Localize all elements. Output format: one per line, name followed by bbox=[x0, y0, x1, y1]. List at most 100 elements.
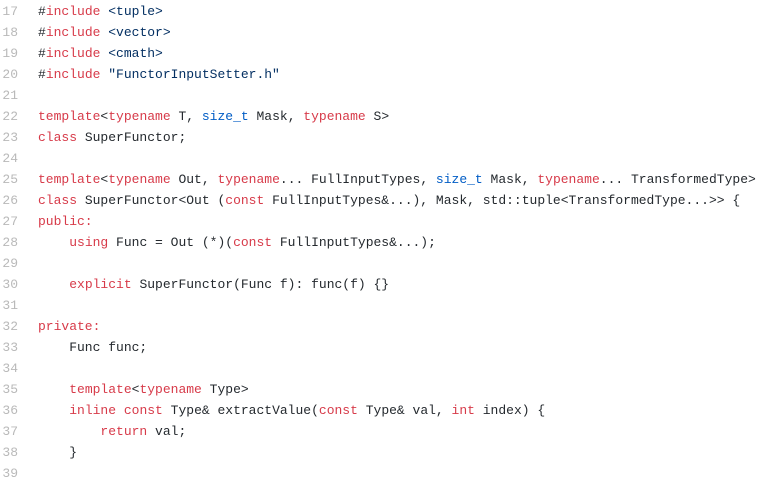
code-token-plain: < bbox=[100, 172, 109, 187]
code-line: 24 bbox=[0, 148, 38, 169]
code-token-plain: FullInputTypes&...), Mask, std::tuple<Tr… bbox=[264, 193, 741, 208]
line-number: 19 bbox=[2, 46, 18, 61]
code-line: 33 Func func; bbox=[0, 337, 147, 358]
code-token-keyword: template bbox=[69, 382, 132, 397]
code-token-keyword: const bbox=[225, 193, 265, 208]
line-number: 32 bbox=[2, 319, 18, 334]
code-line: 31 bbox=[0, 295, 38, 316]
code-token-keyword: const bbox=[233, 235, 273, 250]
code-token-plain: T, bbox=[170, 109, 202, 124]
code-line: 23 class SuperFunctor; bbox=[0, 127, 186, 148]
code-token-plain: ( bbox=[311, 403, 319, 418]
code-token-keyword: include bbox=[45, 4, 101, 19]
line-code: inline const Type& extractValue(const Ty… bbox=[38, 400, 545, 421]
code-token-plain bbox=[77, 193, 85, 208]
code-token-type: size_t bbox=[201, 109, 249, 124]
code-line: 39 bbox=[0, 463, 38, 484]
code-token-keyword: typename bbox=[217, 172, 280, 187]
code-line: 32 private: bbox=[0, 316, 100, 337]
line-code: } bbox=[38, 442, 77, 463]
code-token-keyword: const bbox=[318, 403, 358, 418]
code-token-plain: Mask, bbox=[248, 109, 304, 124]
code-token-keyword: inline bbox=[69, 403, 117, 418]
line-code: private: bbox=[38, 316, 100, 337]
code-line: 17#include <tuple> bbox=[0, 1, 163, 22]
line-code: #include "FunctorInputSetter.h" bbox=[38, 64, 280, 85]
code-token-plain: # bbox=[38, 25, 46, 40]
code-token-plain: FullInputTypes&...); bbox=[272, 235, 436, 250]
code-line: 20#include "FunctorInputSetter.h" bbox=[0, 64, 280, 85]
code-token-plain: } bbox=[38, 445, 78, 460]
code-token-keyword: typename bbox=[139, 382, 202, 397]
code-token-keyword: include bbox=[45, 25, 101, 40]
code-line: 18#include <vector> bbox=[0, 22, 170, 43]
line-number: 28 bbox=[2, 235, 18, 250]
code-token-keyword: explicit bbox=[69, 277, 132, 292]
code-token-plain: Type> bbox=[201, 382, 249, 397]
code-token-keyword: typename bbox=[303, 109, 366, 124]
code-token-keyword: using bbox=[69, 235, 109, 250]
line-code: #include <cmath> bbox=[38, 43, 163, 64]
code-token-plain bbox=[38, 235, 69, 250]
code-token-string: <tuple> bbox=[108, 4, 163, 19]
line-number: 22 bbox=[2, 109, 18, 124]
line-code: explicit SuperFunctor(Func f): func(f) {… bbox=[38, 274, 389, 295]
code-token-keyword: int bbox=[451, 403, 475, 418]
code-line: 37 return val; bbox=[0, 421, 186, 442]
code-line: 34 bbox=[0, 358, 38, 379]
line-code: template<typename Out, typename... FullI… bbox=[38, 169, 756, 190]
code-line: 21 bbox=[0, 85, 38, 106]
code-line: 30 explicit SuperFunctor(Func f): func(f… bbox=[0, 274, 389, 295]
code-token-plain bbox=[77, 130, 85, 145]
line-number: 18 bbox=[2, 25, 18, 40]
code-token-plain: ... FullInputTypes, bbox=[279, 172, 436, 187]
line-code: return val; bbox=[38, 421, 186, 442]
line-number: 30 bbox=[2, 277, 18, 292]
code-token-plain bbox=[116, 403, 124, 418]
line-code: template<typename T, size_t Mask, typena… bbox=[38, 106, 389, 127]
line-code: class SuperFunctor; bbox=[38, 127, 186, 148]
line-code: template<typename Type> bbox=[38, 379, 249, 400]
code-token-plain bbox=[38, 277, 69, 292]
line-number: 25 bbox=[2, 172, 18, 187]
code-line: 28 using Func = Out (*)(const FullInputT… bbox=[0, 232, 436, 253]
code-token-plain bbox=[38, 403, 69, 418]
line-number: 39 bbox=[2, 466, 18, 481]
line-number: 36 bbox=[2, 403, 18, 418]
line-number: 38 bbox=[2, 445, 18, 460]
line-code: class SuperFunctor<Out (const FullInputT… bbox=[38, 190, 740, 211]
code-token-keyword: class bbox=[38, 130, 78, 145]
code-token-string: "FunctorInputSetter.h" bbox=[108, 67, 280, 82]
line-number: 37 bbox=[2, 424, 18, 439]
code-token-plain: Type& bbox=[162, 403, 218, 418]
code-token-plain: < bbox=[100, 109, 109, 124]
code-line: 22 template<typename T, size_t Mask, type… bbox=[0, 106, 389, 127]
code-token-plain: # bbox=[38, 46, 46, 61]
code-token-keyword: class bbox=[38, 193, 78, 208]
code-token-plain: ... TransformedType> bbox=[599, 172, 756, 187]
line-code: #include <tuple> bbox=[38, 1, 163, 22]
code-token-keyword: const bbox=[123, 403, 163, 418]
code-token-string: <cmath> bbox=[108, 46, 163, 61]
line-number: 29 bbox=[2, 256, 18, 271]
code-token-plain: # bbox=[38, 4, 46, 19]
code-token-plain: index) { bbox=[474, 403, 546, 418]
line-code: using Func = Out (*)(const FullInputType… bbox=[38, 232, 436, 253]
line-code: Func func; bbox=[38, 337, 147, 358]
code-token-keyword: template bbox=[38, 172, 101, 187]
code-token-keyword: typename bbox=[108, 172, 171, 187]
code-token-keyword: return bbox=[100, 424, 148, 439]
code-line: 35 template<typename Type> bbox=[0, 379, 249, 400]
code-token-plain: Out, bbox=[170, 172, 218, 187]
line-number: 23 bbox=[2, 130, 18, 145]
code-token-keyword: typename bbox=[108, 109, 171, 124]
code-token-plain: Func func; bbox=[38, 340, 148, 355]
code-token-function: extractValue bbox=[217, 403, 312, 418]
code-token-plain: (Func f): func(f) {} bbox=[233, 277, 390, 292]
code-token-keyword: private: bbox=[38, 319, 101, 334]
code-token-type: size_t bbox=[435, 172, 483, 187]
line-number: 27 bbox=[2, 214, 18, 229]
